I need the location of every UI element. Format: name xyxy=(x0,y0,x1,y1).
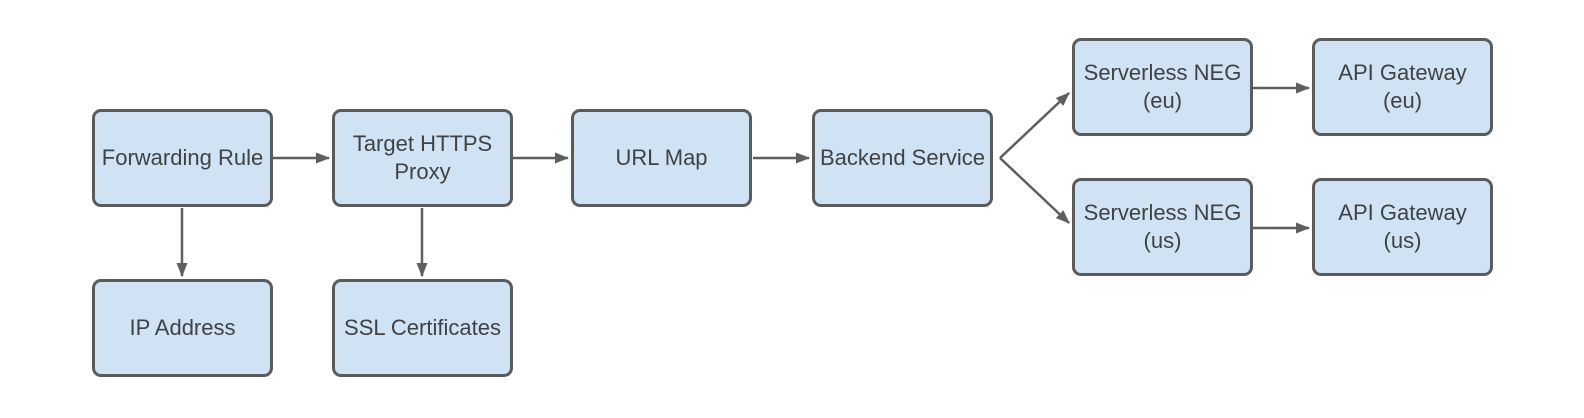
edge-backend-service-to-serverless-neg-eu xyxy=(999,92,1070,159)
node-forwarding-rule: Forwarding Rule xyxy=(92,109,273,207)
node-forwarding-rule-label: Forwarding Rule xyxy=(101,145,264,170)
node-target-https-proxy-label: Target HTTPS Proxy xyxy=(352,131,493,184)
node-serverless-neg-us-label: Serverless NEG (us) xyxy=(1083,200,1242,253)
node-target-https-proxy: Target HTTPS Proxy xyxy=(332,109,513,207)
node-serverless-neg-us: Serverless NEG (us) xyxy=(1072,178,1253,276)
node-serverless-neg-eu-label: Serverless NEG (eu) xyxy=(1083,60,1242,113)
node-api-gateway-us: API Gateway (us) xyxy=(1312,178,1493,276)
node-backend-service: Backend Service xyxy=(812,109,993,207)
edge-backend-service-to-serverless-neg-us xyxy=(999,157,1070,224)
node-ssl-certificates: SSL Certificates xyxy=(332,279,513,377)
node-serverless-neg-eu: Serverless NEG (eu) xyxy=(1072,38,1253,136)
node-ip-address-label: IP Address xyxy=(129,315,236,340)
node-backend-service-label: Backend Service xyxy=(819,145,986,170)
node-ip-address: IP Address xyxy=(92,279,273,377)
node-api-gateway-us-label: API Gateway (us) xyxy=(1338,200,1467,253)
node-ssl-certificates-label: SSL Certificates xyxy=(344,315,501,340)
node-api-gateway-eu: API Gateway (eu) xyxy=(1312,38,1493,136)
node-url-map: URL Map xyxy=(571,109,752,207)
node-url-map-label: URL Map xyxy=(615,145,708,170)
node-api-gateway-eu-label: API Gateway (eu) xyxy=(1338,60,1467,113)
